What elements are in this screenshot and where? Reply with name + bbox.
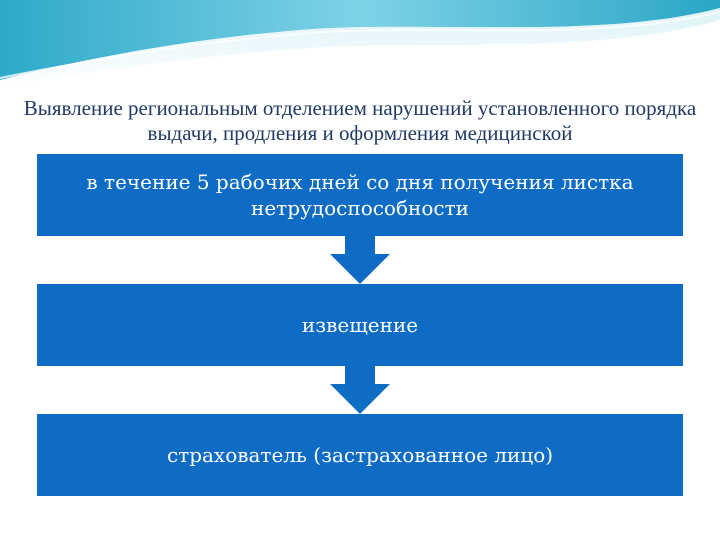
flow-step-2: извещение bbox=[37, 284, 683, 366]
flow-step-3-label: страхователь (застрахованное лицо) bbox=[166, 443, 554, 467]
down-arrow-icon bbox=[330, 366, 390, 414]
flow-step-3: страхователь (застрахованное лицо) bbox=[37, 414, 683, 496]
page-title: Выявление региональным отделением наруше… bbox=[23, 96, 697, 145]
flow-step-2-label: извещение bbox=[301, 313, 419, 337]
flow-step-1: в течение 5 рабочих дней со дня получени… bbox=[37, 154, 683, 236]
down-arrow-icon bbox=[330, 236, 390, 284]
flow-step-1-label: в течение 5 рабочих дней со дня получени… bbox=[86, 170, 634, 220]
decorative-wave-header bbox=[0, 0, 720, 86]
